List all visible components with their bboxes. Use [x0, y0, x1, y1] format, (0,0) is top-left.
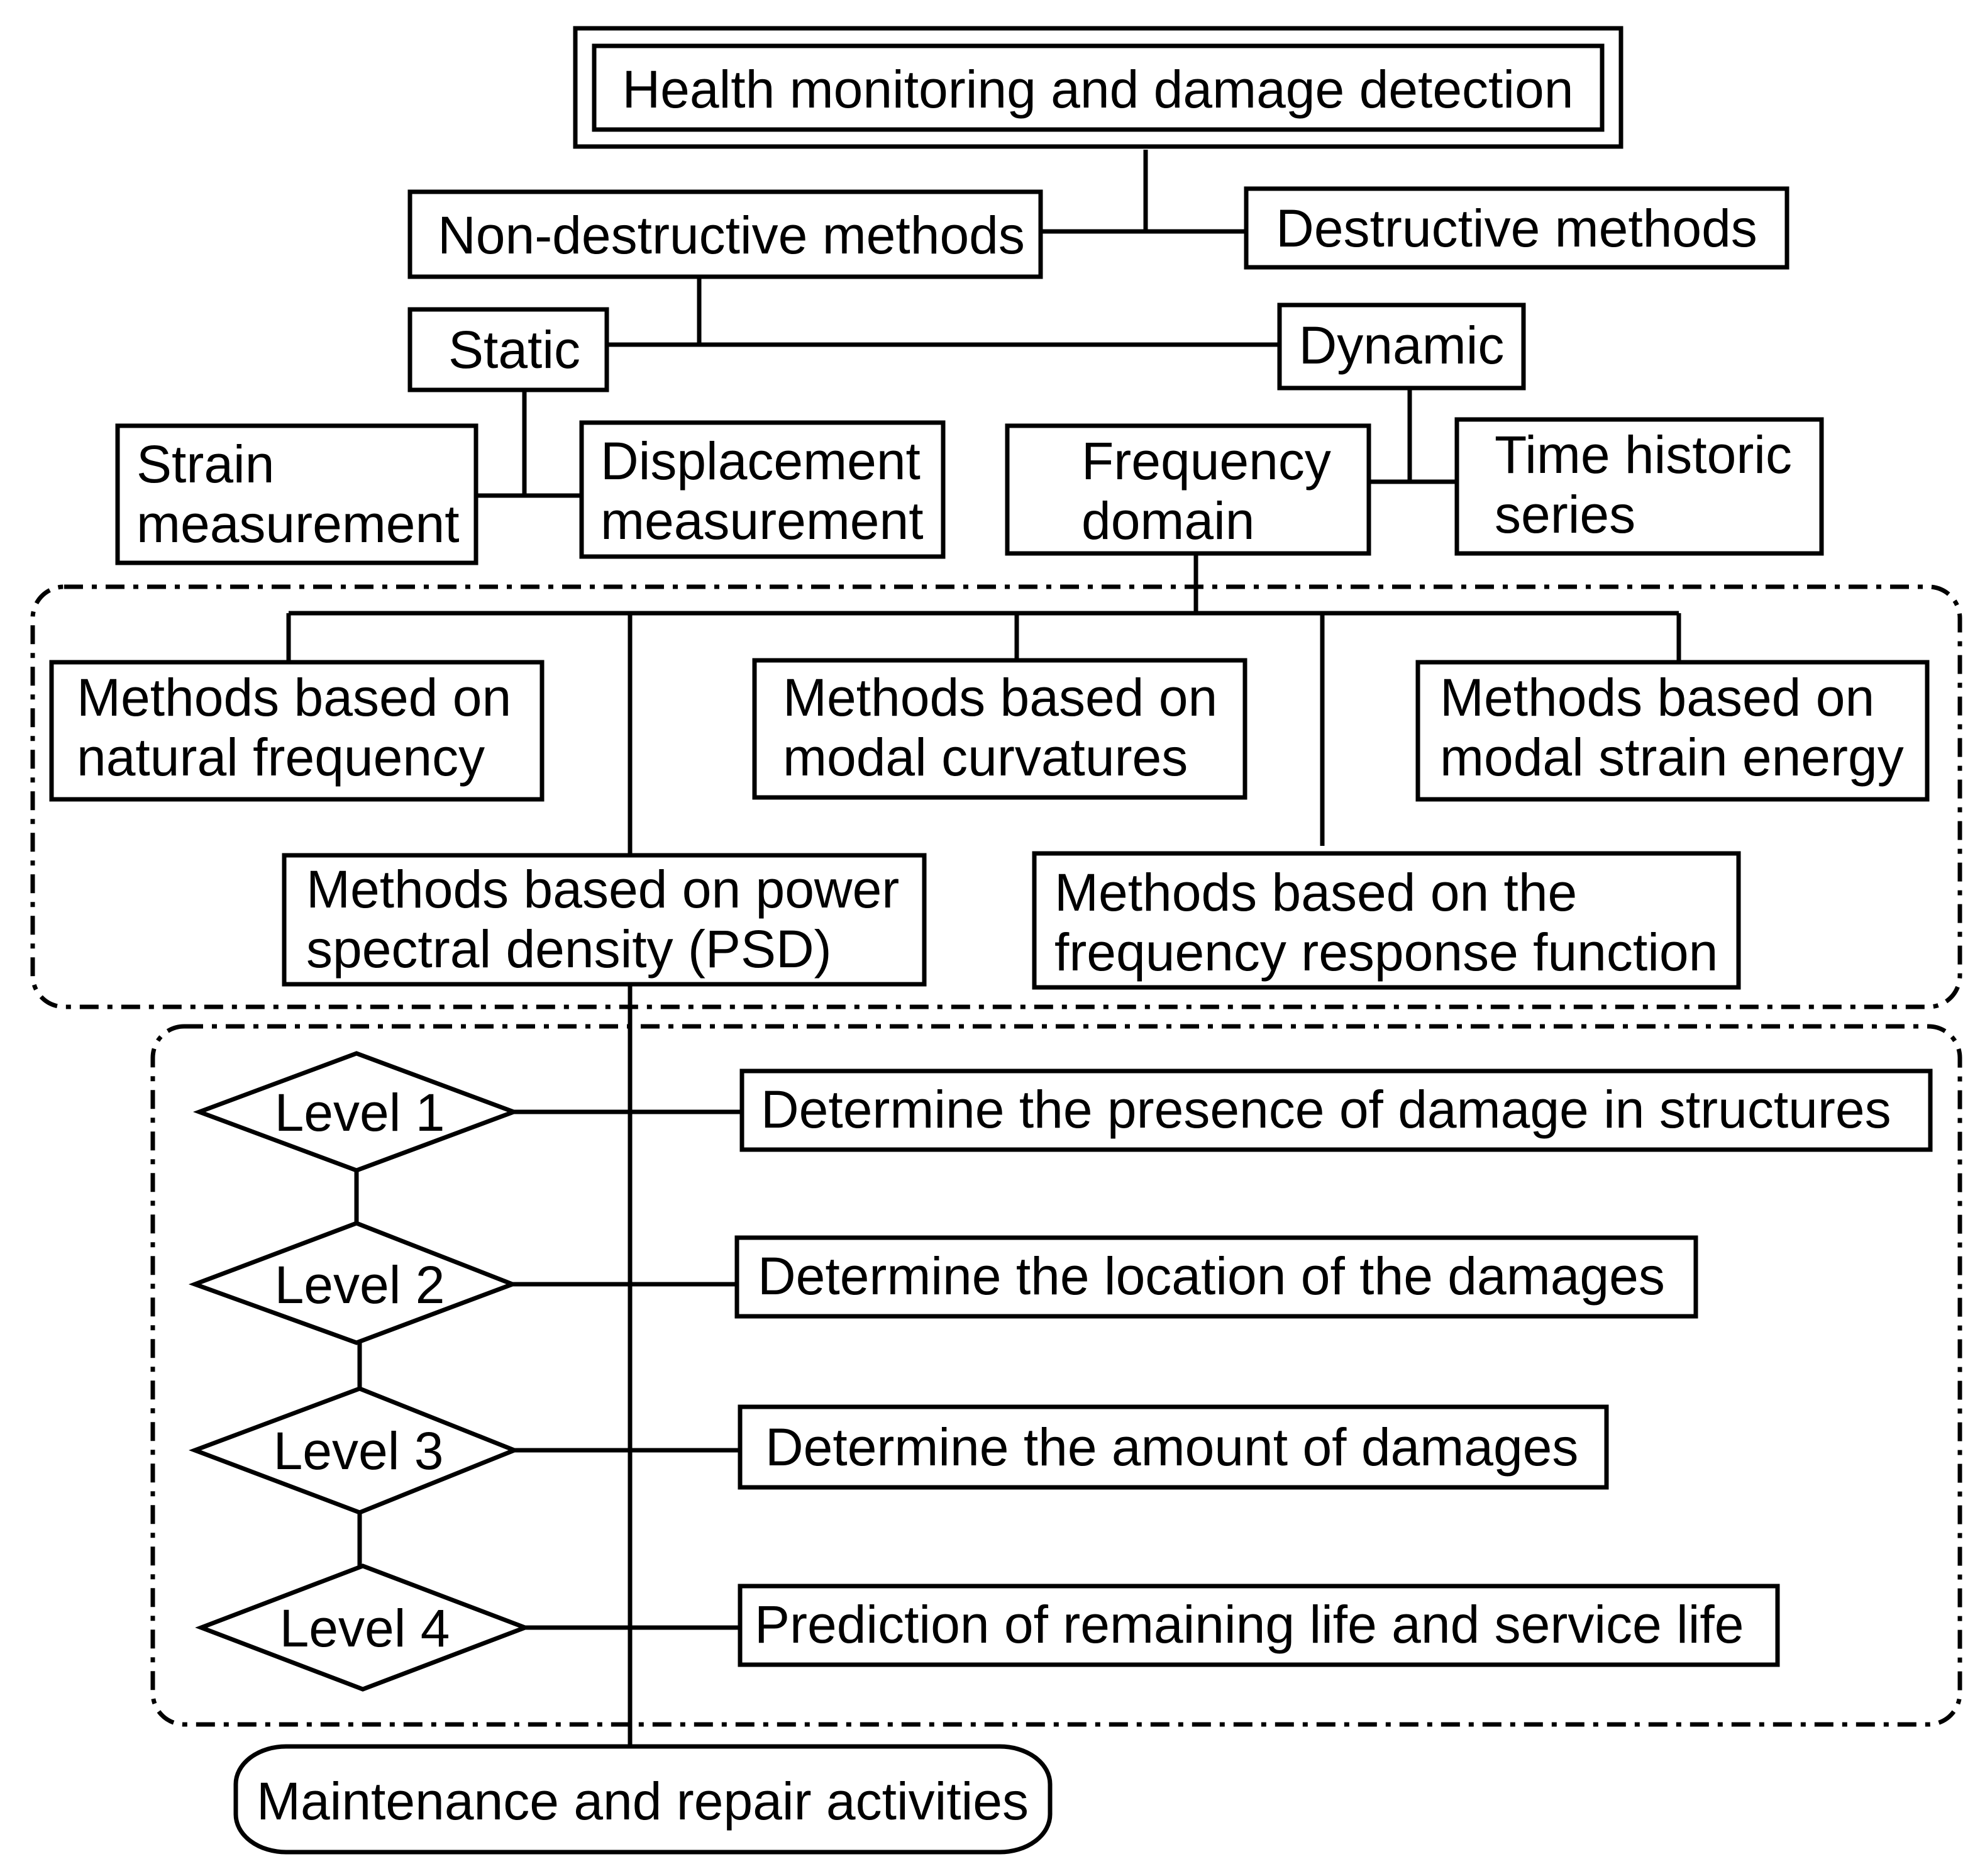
level-3-diamond: Level 3: [189, 1386, 521, 1515]
modal-strain-energy-line-2: modal strain energy: [1440, 728, 1904, 787]
maintenance-node: Maintenance and repair activities: [233, 1744, 1053, 1855]
modal-curvatures-line-2: modal curvatures: [783, 728, 1188, 787]
damage-levels-group: [150, 1024, 1962, 1727]
level-4-description-node: Prediction of remaining life and service…: [738, 1584, 1780, 1667]
static-label: Static: [448, 320, 580, 379]
level-1-description: Determine the presence of damage in stru…: [761, 1080, 1891, 1139]
frequency-domain-node: Frequency domain: [1005, 423, 1371, 556]
level-2-description: Determine the location of the damages: [758, 1246, 1665, 1306]
dynamic-node: Dynamic: [1277, 302, 1526, 391]
psd-node: Methods based on power spectral density …: [282, 853, 927, 987]
natural-frequency-node: Methods based on natural frequency: [49, 660, 545, 802]
modal-strain-energy-line-1: Methods based on: [1440, 668, 1874, 727]
displacement-line-2: measurement: [600, 491, 924, 550]
connectors: [286, 150, 1681, 1745]
frequency-methods-group: [30, 584, 1962, 1009]
strain-line-1: Strain: [136, 435, 274, 494]
static-node: Static: [407, 307, 609, 392]
frf-node: Methods based on the frequency response …: [1032, 851, 1741, 990]
level-2-description-node: Determine the location of the damages: [734, 1235, 1698, 1319]
natural-frequency-line-1: Methods based on: [77, 668, 511, 727]
modal-curvatures-line-1: Methods based on: [783, 668, 1217, 727]
level-4-label: Level 4: [280, 1599, 450, 1658]
frf-line-2: frequency response function: [1054, 923, 1718, 982]
level-3-label: Level 3: [274, 1421, 444, 1480]
maintenance-label: Maintenance and repair activities: [257, 1772, 1029, 1831]
non-destructive-label: Non-destructive methods: [438, 206, 1025, 265]
level-1-diamond: Level 1: [192, 1051, 521, 1173]
level-2-label: Level 2: [275, 1255, 445, 1314]
time-historic-node: Time historic series: [1454, 417, 1824, 556]
root-label: Health monitoring and damage detection: [622, 60, 1574, 119]
level-2-diamond: Level 2: [188, 1221, 519, 1345]
frequency-domain-line-2: domain: [1081, 491, 1255, 550]
frequency-domain-line-1: Frequency: [1081, 431, 1331, 491]
non-destructive-node: Non-destructive methods: [407, 189, 1043, 279]
destructive-node: Destructive methods: [1244, 186, 1789, 270]
natural-frequency-line-2: natural frequency: [77, 728, 485, 787]
psd-line-2: spectral density (PSD): [306, 919, 832, 979]
displacement-measurement-node: Displacement measurement: [579, 420, 946, 559]
destructive-label: Destructive methods: [1276, 199, 1757, 258]
time-historic-line-1: Time historic: [1495, 425, 1792, 484]
strain-line-2: measurement: [136, 494, 460, 553]
level-3-description: Determine the amount of damages: [765, 1418, 1578, 1477]
root-node: Health monitoring and damage detection: [573, 26, 1623, 149]
displacement-line-1: Displacement: [600, 431, 921, 491]
psd-line-1: Methods based on power: [306, 860, 899, 919]
level-1-label: Level 1: [275, 1083, 445, 1142]
modal-curvatures-node: Methods based on modal curvatures: [752, 658, 1247, 800]
level-1-description-node: Determine the presence of damage in stru…: [739, 1068, 1933, 1152]
level-4-diamond: Level 4: [195, 1563, 531, 1692]
time-historic-line-2: series: [1495, 485, 1635, 544]
dynamic-label: Dynamic: [1299, 316, 1505, 375]
modal-strain-energy-node: Methods based on modal strain energy: [1415, 660, 1930, 802]
level-3-description-node: Determine the amount of damages: [738, 1404, 1609, 1490]
level-4-description: Prediction of remaining life and service…: [755, 1595, 1744, 1654]
strain-measurement-node: Strain measurement: [115, 423, 478, 565]
frf-line-1: Methods based on the: [1054, 863, 1577, 922]
